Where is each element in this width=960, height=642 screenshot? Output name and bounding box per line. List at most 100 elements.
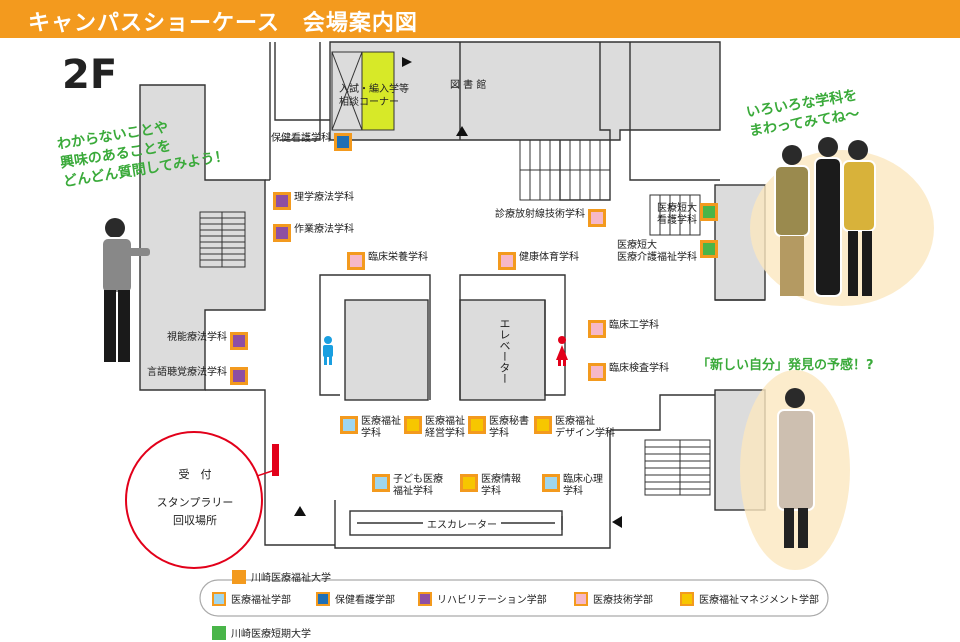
department-label: 医療情報 学科 [481, 474, 521, 497]
department-swatch [700, 203, 718, 221]
legend-college-swatch [212, 625, 226, 640]
escalator-label: エスカレーター [423, 516, 501, 531]
legend-frame [199, 579, 829, 617]
department-swatch [468, 416, 486, 434]
department-swatch [334, 133, 352, 151]
department-swatch [404, 416, 422, 434]
legend-label: 医療技術学部 [593, 595, 653, 606]
department-swatch [542, 474, 560, 492]
female-restroom-icon [556, 336, 568, 366]
legend-item: 医療福祉マネジメント学部 [680, 591, 819, 606]
department-label: 保健看護学科 [271, 133, 331, 144]
elevator-label: エレベーター [498, 318, 511, 384]
department-marker: 診療放射線技術学科 [495, 209, 606, 227]
legend-swatch [316, 591, 330, 606]
department-swatch [273, 224, 291, 242]
legend-item: 医療技術学部 [574, 591, 653, 606]
left-wing-block [139, 84, 266, 391]
department-label: 言語聴覚療法学科 [147, 367, 227, 378]
department-swatch [273, 192, 291, 210]
legend-item: 保健看護学部 [316, 591, 395, 606]
legend-label: 保健看護学部 [335, 595, 395, 606]
students-trio-figure [774, 137, 876, 297]
department-marker: 臨床栄養学科 [347, 252, 428, 270]
male-restroom-icon [323, 336, 333, 365]
department-marker: 医療情報 学科 [460, 474, 521, 498]
title-bar [0, 0, 960, 38]
department-label: 臨床工学科 [609, 320, 659, 331]
department-label: 医療短大 医療介護福祉学科 [617, 240, 697, 263]
department-swatch [588, 363, 606, 381]
department-marker: 医療福祉 経営学科 [404, 416, 465, 440]
legend-univ-label: 川崎医療福祉大学 [251, 573, 331, 584]
department-swatch [700, 240, 718, 258]
department-label: 臨床検査学科 [609, 363, 669, 374]
department-swatch [498, 252, 516, 270]
department-swatch [588, 209, 606, 227]
reception-title: 受 付 [178, 468, 212, 481]
department-swatch [460, 474, 478, 492]
department-marker: 臨床検査学科 [588, 363, 669, 381]
department-marker: 言語聴覚療法学科 [147, 367, 248, 385]
legend-univ-swatch [232, 569, 246, 584]
department-marker: 医療秘書 学科 [468, 416, 529, 440]
department-swatch [347, 252, 365, 270]
department-marker: 医療福祉 学科 [340, 416, 401, 440]
department-label: 臨床心理 学科 [563, 474, 603, 497]
department-marker: 理学療法学科 [273, 192, 354, 210]
legend-swatch [212, 591, 226, 606]
legend-college: 川崎医療短期大学 [212, 625, 311, 640]
legend-swatch [680, 591, 694, 606]
department-label: 医療福祉 学科 [361, 416, 401, 439]
department-label: 診療放射線技術学科 [495, 209, 585, 220]
legend-college-label: 川崎医療短期大学 [231, 629, 311, 640]
department-label: 子ども医療 福祉学科 [393, 474, 443, 497]
department-label: 健康体育学科 [519, 252, 579, 263]
department-marker: 医療福祉 デザイン学科 [534, 416, 615, 440]
speech-bottom: 「新しい自分」発見の予感！? [697, 358, 874, 373]
department-marker: 臨床心理 学科 [542, 474, 603, 498]
student-right-figure [777, 388, 815, 548]
legend-swatch [418, 591, 432, 606]
department-label: 視能療法学科 [167, 332, 227, 343]
page-title: キャンパスショーケース 会場案内図 [28, 11, 418, 36]
center-left-room [344, 299, 429, 401]
department-marker: 子ども医療 福祉学科 [372, 474, 443, 498]
department-label: 医療福祉 デザイン学科 [555, 416, 615, 439]
department-label: 臨床栄養学科 [368, 252, 428, 263]
department-label: 作業療法学科 [294, 224, 354, 235]
reception-collect: 回収場所 [173, 514, 217, 527]
legend-label: リハビリテーション学部 [437, 595, 547, 606]
reception-circle [125, 431, 263, 569]
department-marker: 保健看護学科 [271, 133, 352, 151]
department-swatch [230, 367, 248, 385]
department-label: 医療福祉 経営学科 [425, 416, 465, 439]
department-swatch [230, 332, 248, 350]
department-label: 医療秘書 学科 [489, 416, 529, 439]
department-label: 医療短大 看護学科 [657, 203, 697, 226]
legend-label: 医療福祉学部 [231, 595, 291, 606]
department-marker: 医療短大 看護学科 [657, 203, 718, 227]
legend-item: 医療福祉学部 [212, 591, 291, 606]
department-swatch [340, 416, 358, 434]
legend-swatch [574, 591, 588, 606]
department-marker: 作業療法学科 [273, 224, 354, 242]
library-label: 図 書 館 [450, 80, 487, 91]
student-left-figure [101, 218, 150, 362]
department-marker: 健康体育学科 [498, 252, 579, 270]
elevator-room [459, 299, 546, 401]
department-marker: 視能療法学科 [167, 332, 248, 350]
floor-label: 2F [62, 52, 118, 98]
department-marker: 医療短大 医療介護福祉学科 [617, 240, 718, 264]
department-label: 理学療法学科 [294, 192, 354, 203]
department-swatch [372, 474, 390, 492]
department-swatch [534, 416, 552, 434]
consult-label: 入試・編入学等 相談コーナー [339, 84, 409, 108]
reception-stamp: スタンプラリー [156, 496, 234, 509]
legend-item: リハビリテーション学部 [418, 591, 547, 606]
legend-univ: 川崎医療福祉大学 [232, 569, 331, 584]
department-marker: 臨床工学科 [588, 320, 659, 338]
reception-desk [272, 444, 279, 476]
